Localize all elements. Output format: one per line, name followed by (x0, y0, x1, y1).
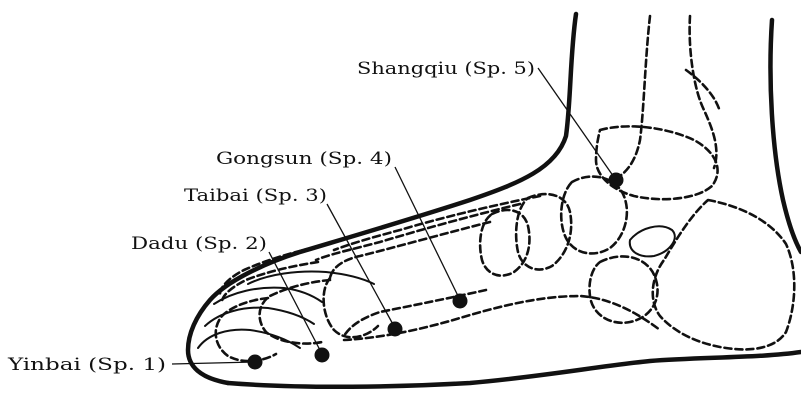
calcaneus-bone (653, 200, 795, 349)
sole-outline (228, 352, 801, 387)
talus-bone (596, 126, 718, 199)
tibia-bone (620, 16, 650, 176)
acupoint-label-sp4: Gongsun (Sp. 4) (216, 149, 392, 169)
acupoint-sp5-marker (609, 173, 624, 188)
leader-lines (172, 68, 616, 364)
acupoint-label-sp3: Taibai (Sp. 3) (184, 186, 327, 206)
acupoint-labels: Yinbai (Sp. 1) Dadu (Sp. 2) Taibai (Sp. … (7, 59, 535, 375)
acupoint-sp3-marker (388, 322, 403, 337)
metatarsal-bone (334, 196, 540, 250)
acupoint-label-sp2: Dadu (Sp. 2) (131, 234, 267, 254)
leader-line-sp4 (395, 167, 460, 300)
acupoint-sp4-marker (453, 294, 468, 309)
metatarsal-bone (316, 204, 520, 260)
acupoint-sp2-marker (315, 348, 330, 363)
toe-contour (198, 330, 300, 348)
cuneiform-bone (480, 210, 529, 276)
heel-outline (770, 20, 801, 252)
leader-line-sp1 (172, 362, 255, 364)
cuboid-bone (589, 256, 657, 322)
acupoint-label-sp1: Yinbai (Sp. 1) (7, 355, 166, 375)
acupoint-sp1-marker (248, 355, 263, 370)
acupoint-label-sp5: Shangqiu (Sp. 5) (357, 59, 535, 79)
